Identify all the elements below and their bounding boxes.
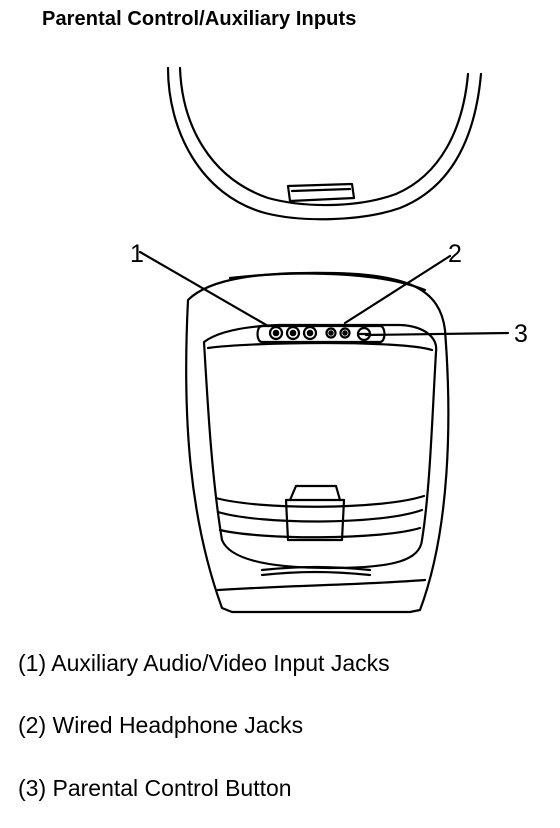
callout-line-3: [364, 331, 510, 337]
callout-line-1: [138, 250, 270, 328]
headphone-jacks-icon: [325, 327, 351, 339]
latch-icon: [286, 182, 356, 203]
legend-item-1: (1) Auxiliary Audio/Video Input Jacks: [18, 650, 390, 676]
callout-number-2: 2: [448, 240, 462, 268]
overhead-console-diagram: 1 2 3: [130, 66, 528, 614]
vent-icon: [260, 565, 372, 577]
legend-item-3: (3) Parental Control Button: [18, 775, 292, 801]
legend-item-2: (2) Wired Headphone Jacks: [18, 712, 304, 738]
callout-number-1: 1: [130, 240, 144, 268]
jack-panel: [256, 324, 386, 344]
screen-bezel: [202, 323, 438, 570]
screen-latch-icon: [284, 484, 346, 542]
upper-console-outline: [166, 66, 483, 221]
page-title: Parental Control/Auxiliary Inputs: [42, 8, 357, 30]
av-input-jacks-icon: [268, 325, 318, 341]
callout-line-2: [343, 254, 452, 325]
lower-console-outline: [185, 271, 450, 614]
callout-number-3: 3: [514, 320, 528, 348]
